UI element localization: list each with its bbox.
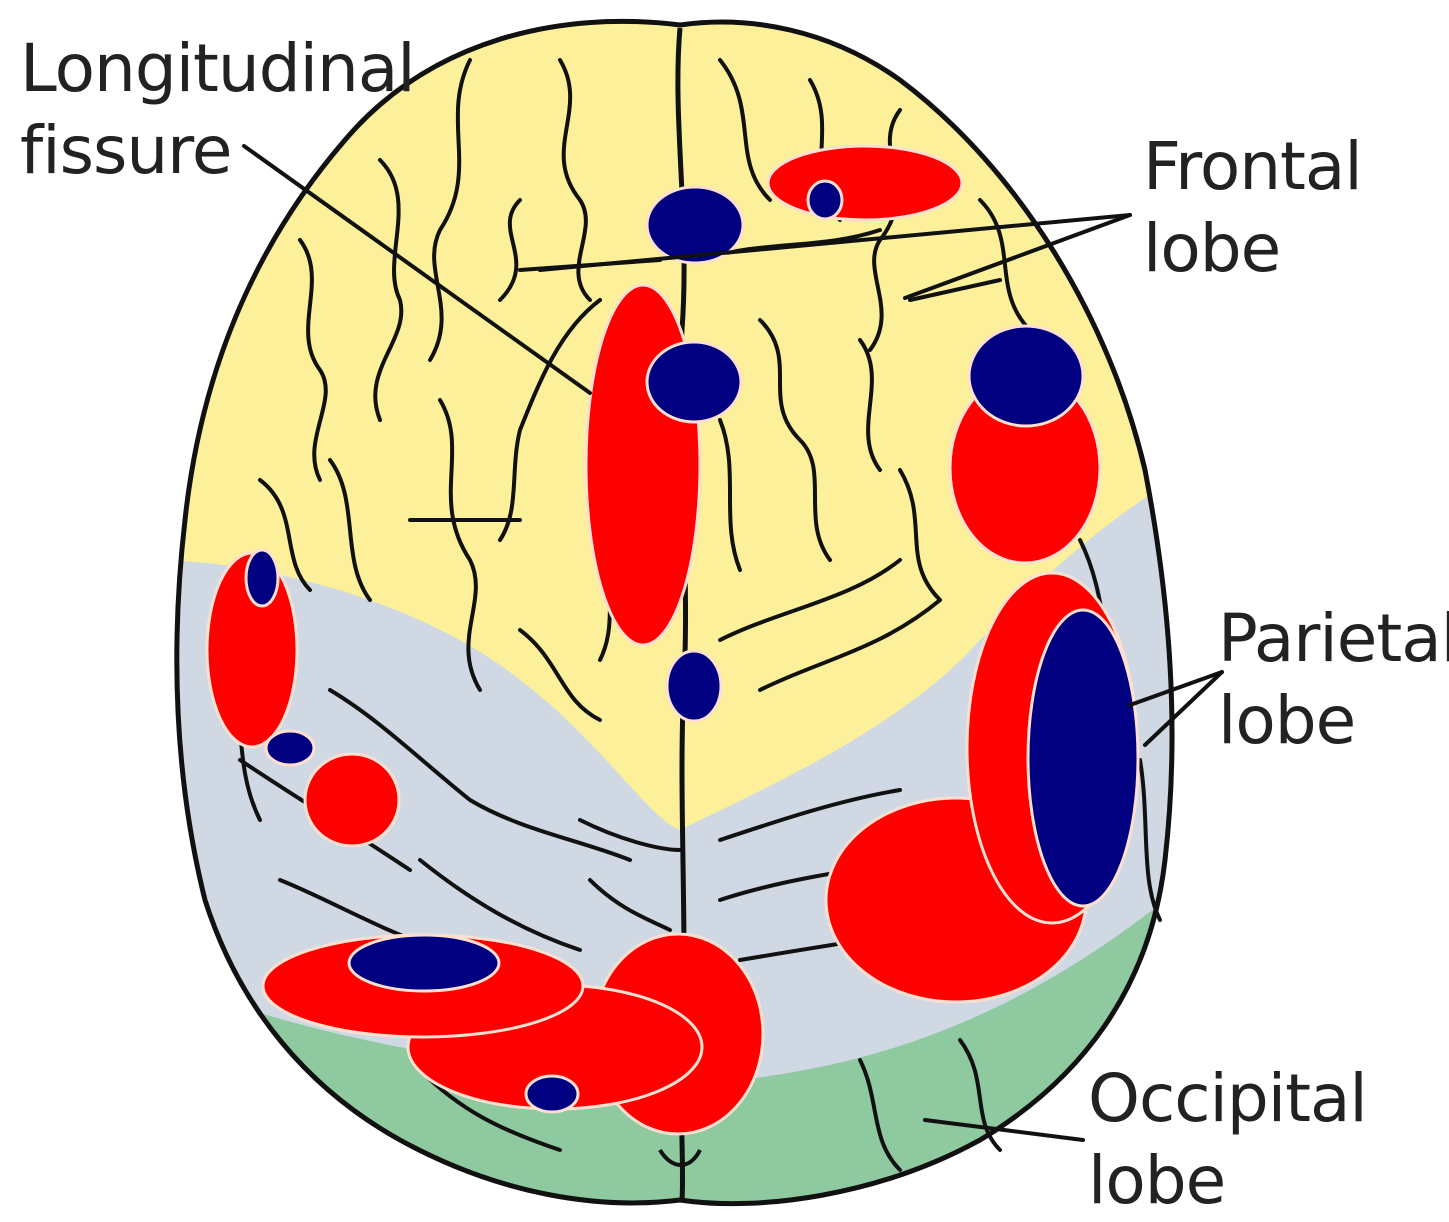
- blue-marker: [349, 935, 499, 991]
- parietal-lobe-label: Parietal lobe: [1218, 598, 1449, 762]
- parietal-lobe-label-line1: Parietal: [1218, 598, 1449, 680]
- occipital-lobe-label-line2: lobe: [1088, 1140, 1367, 1222]
- longitudinal-fissure-label: Longitudinal fissure: [20, 28, 415, 192]
- blue-marker: [808, 181, 842, 219]
- longitudinal-fissure-label-line1: Longitudinal: [20, 28, 415, 110]
- occipital-lobe-label-line1: Occipital: [1088, 1058, 1367, 1140]
- blue-marker: [246, 550, 278, 606]
- blue-marker: [1028, 610, 1138, 906]
- occipital-lobe-label: Occipital lobe: [1088, 1058, 1367, 1222]
- longitudinal-fissure-label-line2: fissure: [20, 110, 415, 192]
- blue-marker: [969, 326, 1083, 426]
- red-marker: [305, 754, 399, 846]
- frontal-lobe-label-line2: lobe: [1143, 208, 1362, 290]
- blue-marker: [647, 342, 741, 422]
- parietal-lobe-label-line2: lobe: [1218, 680, 1449, 762]
- frontal-lobe-label: Frontal lobe: [1143, 126, 1362, 290]
- red-marker: [768, 146, 962, 220]
- frontal-lobe-label-line1: Frontal: [1143, 126, 1362, 208]
- blue-marker: [526, 1076, 578, 1112]
- red-marker: [586, 285, 700, 645]
- blue-marker: [667, 651, 721, 721]
- blue-marker: [266, 731, 314, 765]
